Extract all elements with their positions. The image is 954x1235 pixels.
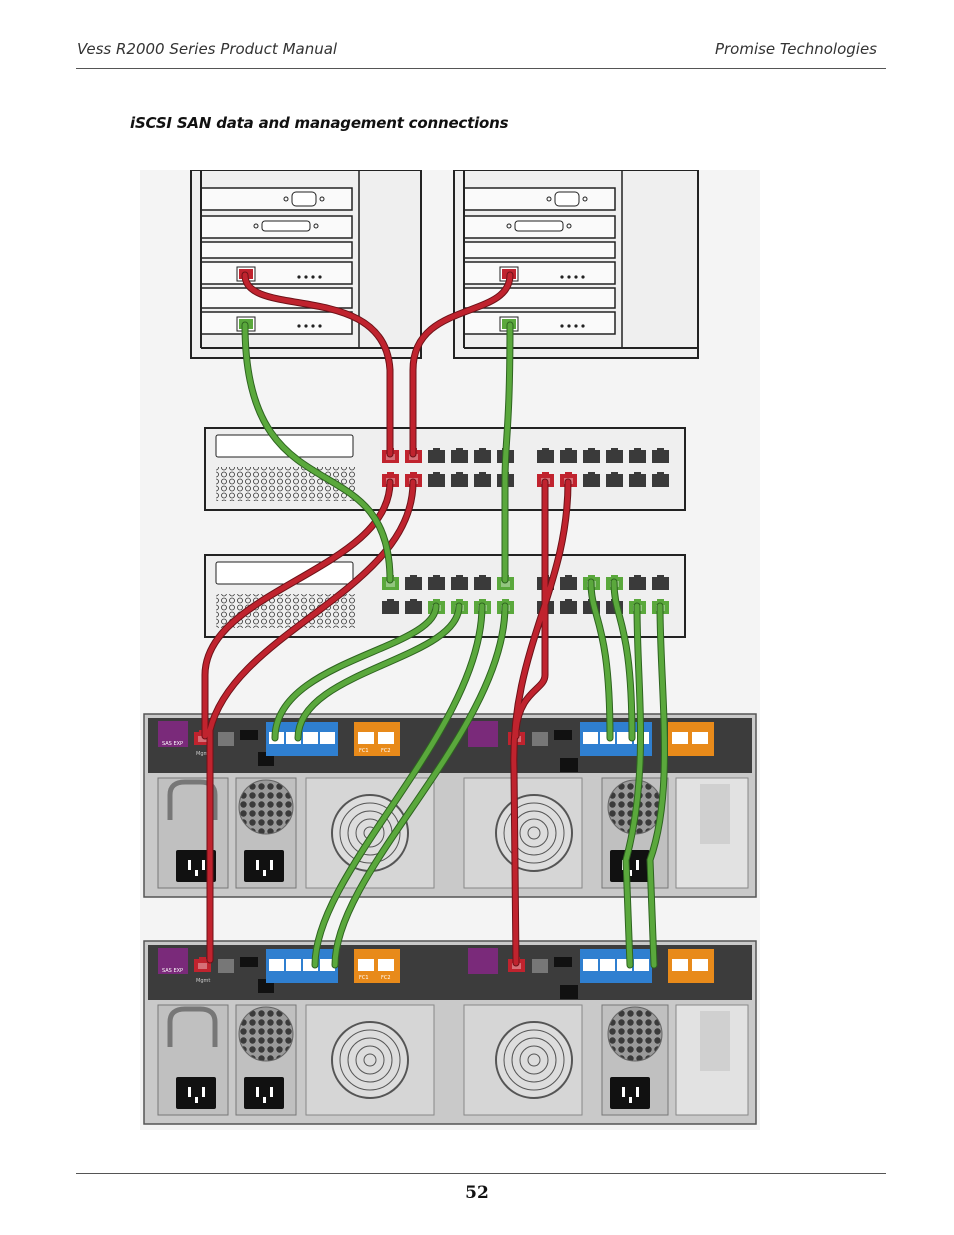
host-server-1 [190,170,422,359]
footer-rule [76,1173,886,1174]
network-switch-management [204,427,686,511]
svg-text:SAS EXP: SAS EXP [162,741,183,747]
cables [201,271,668,969]
host-server-2 [453,170,699,359]
svg-text:FC1: FC1 [359,748,369,754]
running-header-company: Promise Technologies [714,40,877,58]
connection-diagram: SAS EXP Mgmt FC1 FC2 [140,170,760,1130]
svg-text:Mgmt: Mgmt [196,751,210,757]
header-rule [76,68,886,69]
page-number: 52 [465,1183,489,1203]
svg-text:FC2: FC2 [381,748,391,754]
figure-caption: iSCSI SAN data and management connection… [130,114,509,132]
running-header-title: Vess R2000 Series Product Manual [77,40,338,58]
storage-enclosure-bottom [144,941,756,1124]
